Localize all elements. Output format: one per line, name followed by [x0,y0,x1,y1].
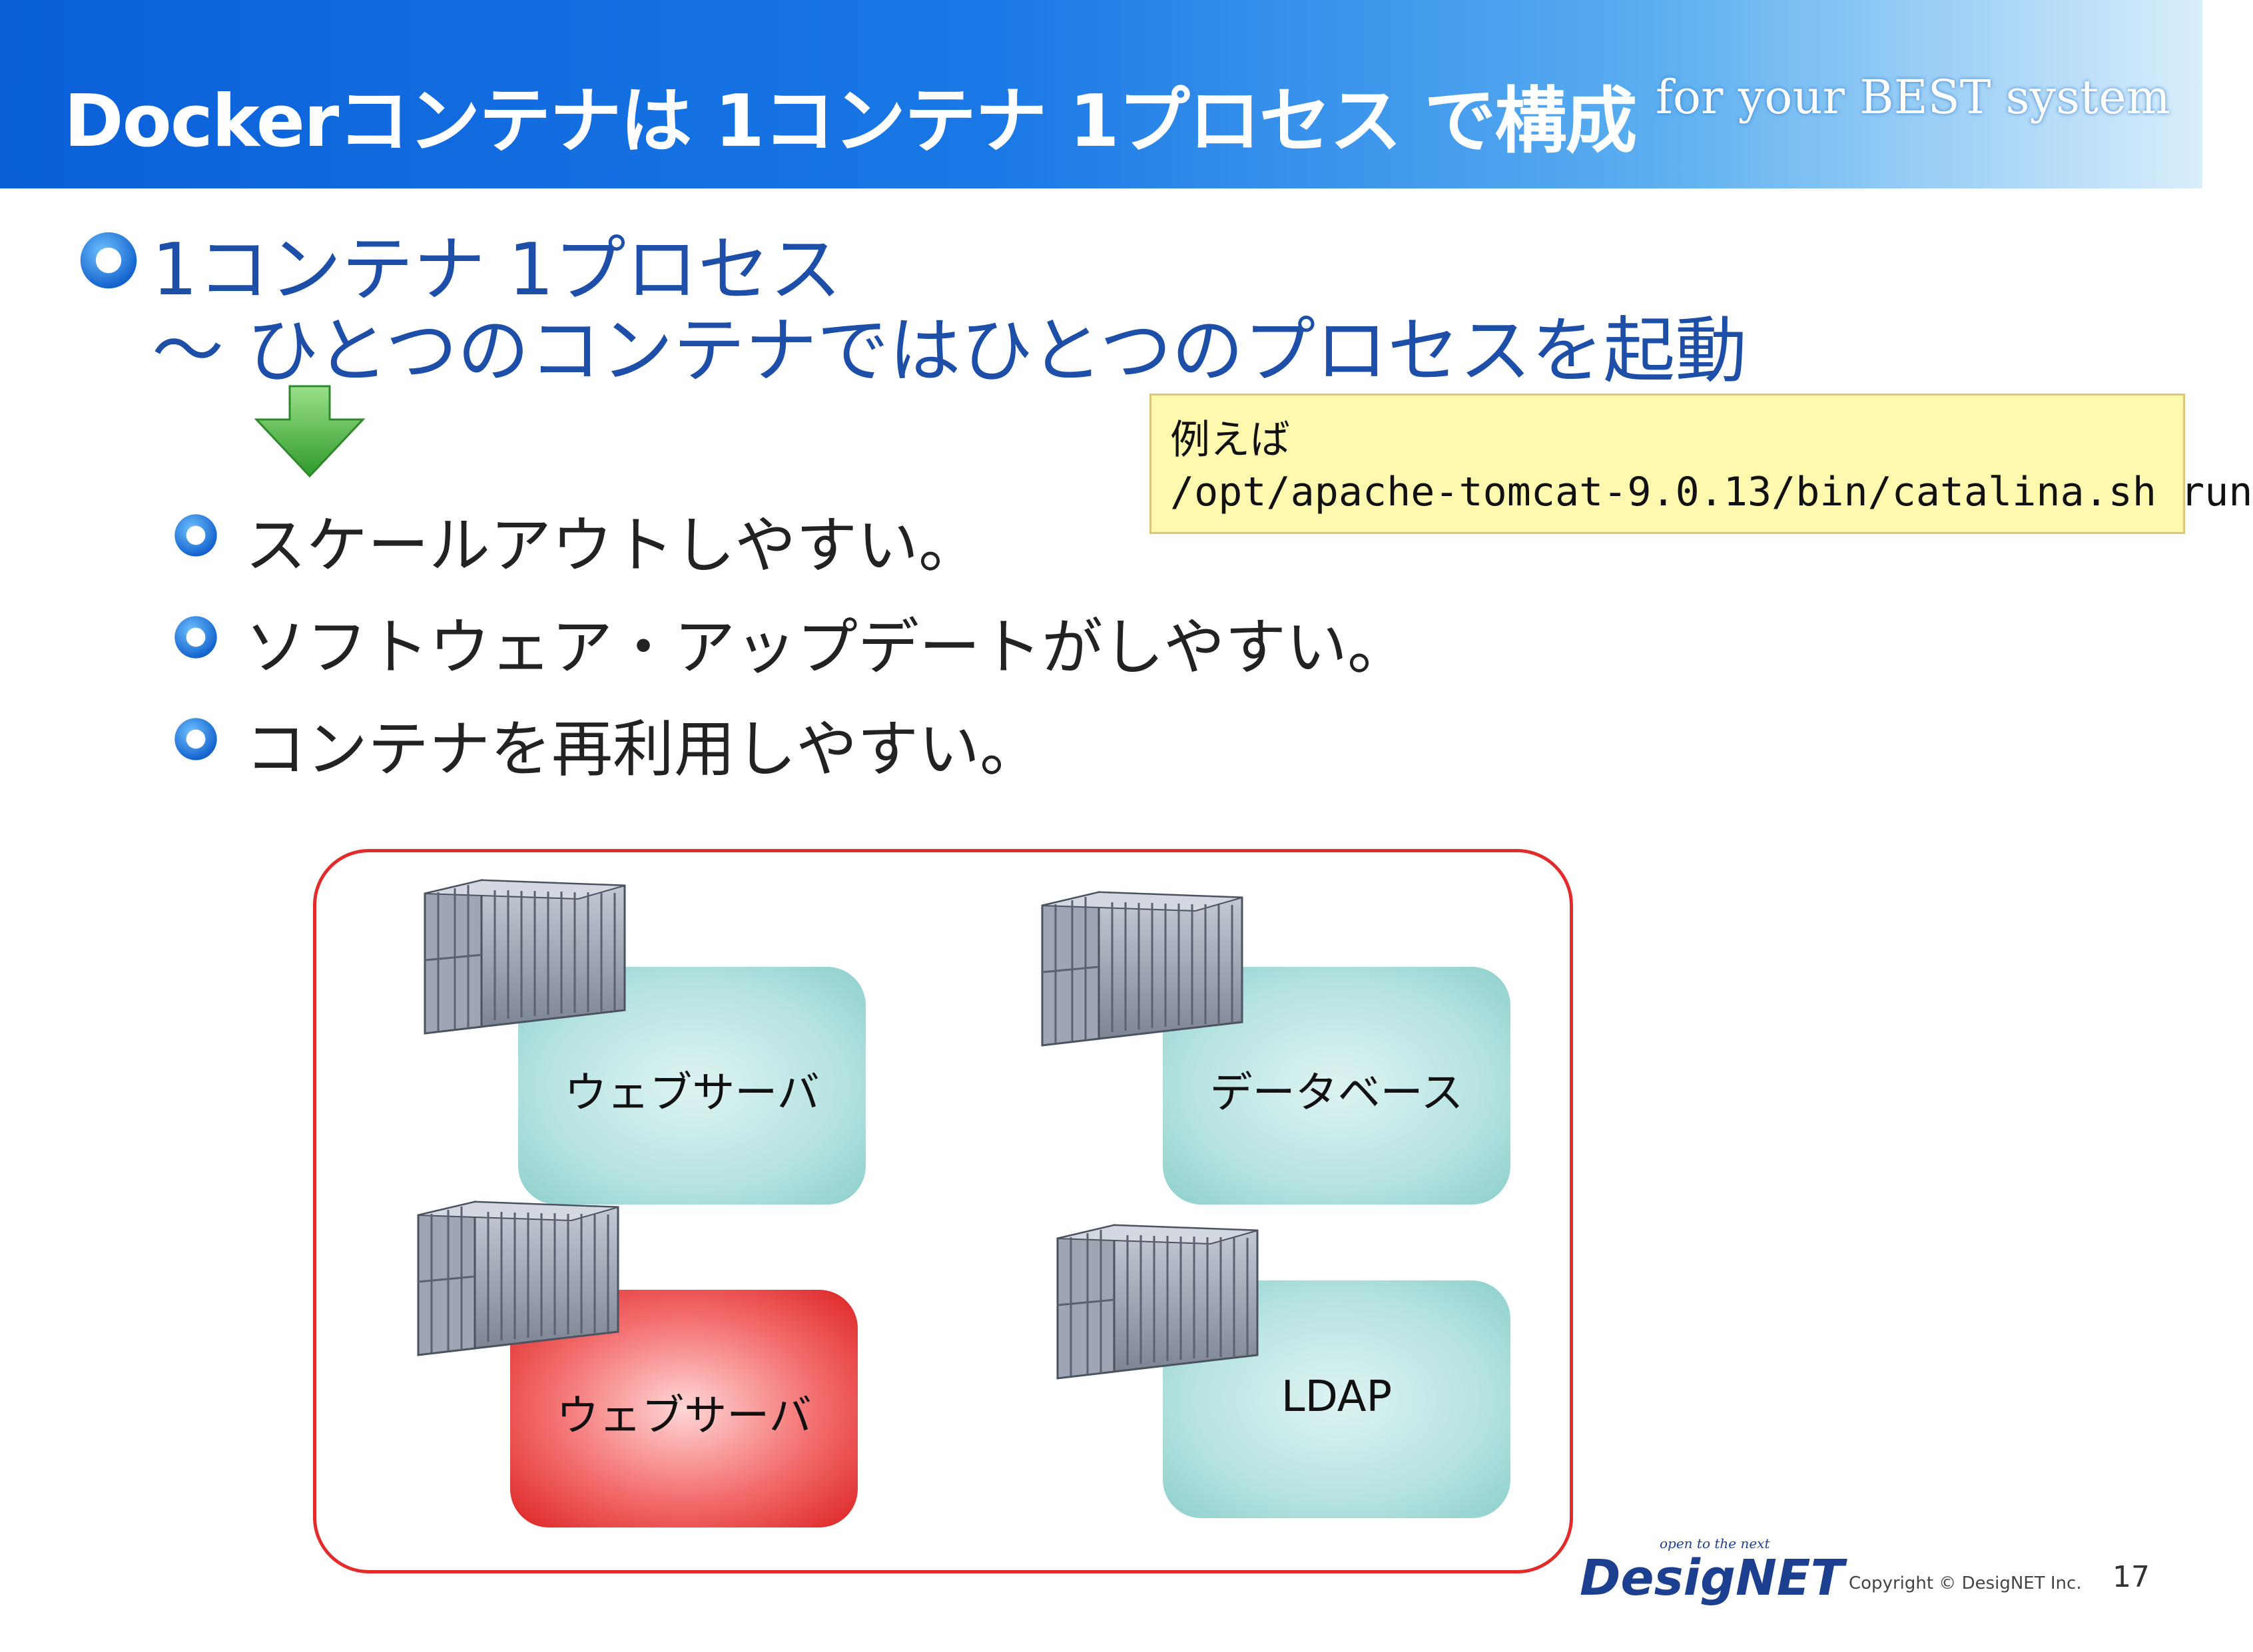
bullet-icon [172,715,220,763]
note-command: /opt/apache-tomcat-9.0.13/bin/catalina.s… [1170,469,2253,515]
copyright-text: Copyright © DesigNET Inc. [1849,1573,2082,1593]
designet-logo: open to the next DesigNET [1580,1535,1847,1607]
service-label: ウェブサーバ [556,1392,812,1441]
bullet-icon [172,613,220,661]
main-point-subtitle: ～ ひとつのコンテナではひとつのプロセスを起動 [152,310,1748,393]
down-arrow-icon [254,385,366,478]
header-tagline: for your BEST system [1655,70,2170,125]
container-icon [412,1195,625,1362]
logo-text: DesigNET [1580,1549,1847,1607]
service-box: データベース [1163,967,1510,1205]
benefit-item: スケールアウトしやすい。 [245,510,980,581]
benefit-item: コンテナを再利用しやすい。 [245,714,1042,785]
container-icon [1051,1219,1264,1385]
container-icon [418,874,631,1040]
benefit-item: ソフトウェア・アップデートがしやすい。 [245,612,1409,683]
container-icon [1036,886,1249,1052]
main-bullet-icon [77,228,141,292]
example-note: 例えば /opt/apache-tomcat-9.0.13/bin/catali… [1149,394,2253,534]
logo-tagline: open to the next [1660,1535,1770,1551]
service-box: LDAP [1163,1280,1510,1518]
container-group-frame [313,849,1573,1573]
header-banner: Dockerコンテナは 1コンテナ 1プロセス で構成 for your BES… [0,0,2202,188]
service-label: LDAP [1281,1372,1393,1422]
main-point-title: 1コンテナ 1プロセス [152,228,842,312]
page-number: 17 [2112,1560,2150,1594]
note-label: 例えば [1170,417,1290,463]
service-label: ウェブサーバ [564,1069,820,1118]
bullet-icon [172,511,220,559]
service-label: データベース [1209,1069,1464,1118]
slide-title: Dockerコンテナは 1コンテナ 1プロセス で構成 [64,80,1637,163]
